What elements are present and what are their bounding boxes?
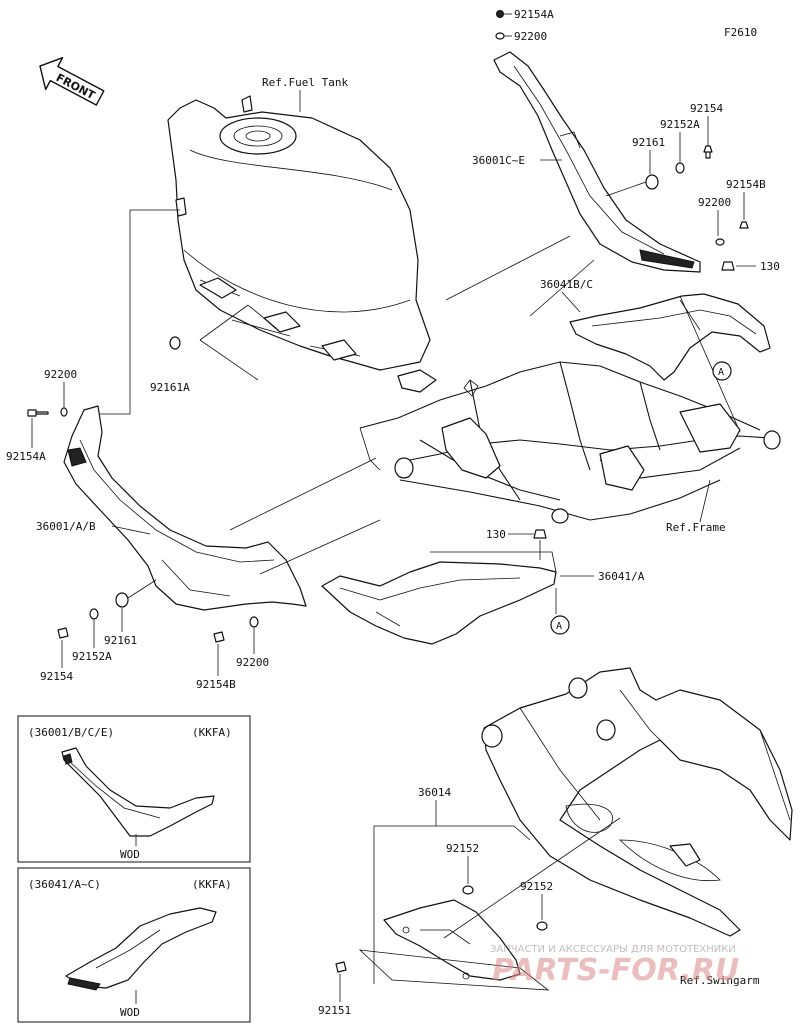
chain-cover-36014 — [358, 899, 550, 991]
inset1-codes: (36001/B/C/E) — [28, 726, 114, 739]
bolt-92154-l-icon — [57, 627, 69, 639]
washer-92152-b-icon — [536, 921, 548, 931]
label-92154B-b: 92154B — [196, 678, 236, 691]
frame — [359, 361, 781, 524]
washer-92152a-r-icon — [675, 162, 685, 174]
label-92200-b: 92200 — [236, 656, 269, 669]
callout-a-top: A — [718, 367, 724, 378]
ref-frame-label: Ref.Frame — [666, 521, 726, 534]
side-cover-36001-a-b — [63, 405, 307, 611]
inset2-variant: (KKFA) — [192, 878, 232, 891]
front-arrow-icon: FRONT — [39, 56, 105, 106]
inset-36041-variant: (36041/A~C) (KKFA) WOD — [17, 867, 251, 1023]
fuel-tank — [167, 95, 437, 393]
ref-fuel-tank-label: Ref.Fuel Tank — [262, 76, 348, 89]
label-130-c: 130 — [486, 528, 506, 541]
label-92161-r: 92161 — [632, 136, 665, 149]
label-92200-l: 92200 — [44, 368, 77, 381]
label-130-r: 130 — [760, 260, 780, 273]
side-cover-36041b-c — [569, 293, 771, 381]
bolt-92154b-b-icon — [213, 631, 225, 643]
callout-a-top-icon — [712, 361, 732, 381]
washer-92200-l-icon — [60, 407, 68, 417]
label-36001AB: 36001/A/B — [36, 520, 96, 533]
bolt-130-r-icon — [721, 261, 735, 271]
label-36001C-E: 36001C~E — [472, 154, 525, 167]
washer-92200-r-icon — [715, 238, 725, 246]
label-92152A-r: 92152A — [660, 118, 700, 131]
label-92154A-l: 92154A — [6, 450, 46, 463]
grommet-92161-r-icon — [645, 174, 659, 190]
label-92152A-l: 92152A — [72, 650, 112, 663]
callout-a-bottom-icon — [550, 615, 570, 635]
side-cover-36001c-e — [493, 51, 701, 273]
label-92200-top: 92200 — [514, 30, 547, 43]
bolt-130-c-icon — [533, 529, 547, 539]
bolt-92154a-top-icon — [496, 10, 504, 18]
label-92152-a: 92152 — [446, 842, 479, 855]
swingarm — [481, 667, 793, 937]
side-cover-36041-a — [321, 551, 557, 645]
label-92151: 92151 — [318, 1004, 351, 1017]
watermark-top-text: ЗАПЧАСТИ И АКСЕССУАРЫ ДЛЯ МОТОТЕХНИКИ — [490, 944, 736, 955]
figure-code: F2610 — [724, 26, 757, 39]
inset-36001-variant: (36001/B/C/E) (KKFA) WOD — [17, 715, 251, 863]
callout-a-bottom: A — [556, 621, 562, 632]
washer-92200-b-icon — [249, 616, 259, 628]
grommet-92161a-icon — [169, 336, 181, 350]
ref-swingarm-label: Ref.Swingarm — [680, 974, 760, 987]
washer-92152-a-icon — [462, 885, 474, 895]
grommet-92161-l-icon — [115, 592, 129, 608]
inset2-color: WOD — [120, 1006, 140, 1019]
label-36041A: 36041/A — [598, 570, 645, 583]
bolt-92154a-l-icon — [27, 409, 49, 417]
label-92200-r: 92200 — [698, 196, 731, 209]
label-36014: 36014 — [418, 786, 451, 799]
label-92154-r: 92154 — [690, 102, 723, 115]
watermark-main-text: PARTS-FOR.RU — [492, 953, 739, 988]
inset1-variant: (KKFA) — [192, 726, 232, 739]
inset1-color: WOD — [120, 848, 140, 861]
label-92154B-r: 92154B — [726, 178, 766, 191]
label-92161A: 92161A — [150, 381, 190, 394]
inset2-codes: (36041/A~C) — [28, 878, 101, 891]
bolt-92154-r-icon — [703, 145, 713, 159]
label-92154-l: 92154 — [40, 670, 73, 683]
watermark: ЗАПЧАСТИ И АКСЕССУАРЫ ДЛЯ МОТОТЕХНИКИ PA… — [490, 944, 739, 988]
bolt-92151-icon — [335, 961, 347, 973]
washer-92200-top-icon — [495, 32, 505, 40]
label-92161-l: 92161 — [104, 634, 137, 647]
label-92152-b: 92152 — [520, 880, 553, 893]
label-92154A-top: 92154A — [514, 8, 554, 21]
bolt-92154b-r-icon — [739, 221, 749, 229]
washer-92152a-l-icon — [89, 608, 99, 620]
